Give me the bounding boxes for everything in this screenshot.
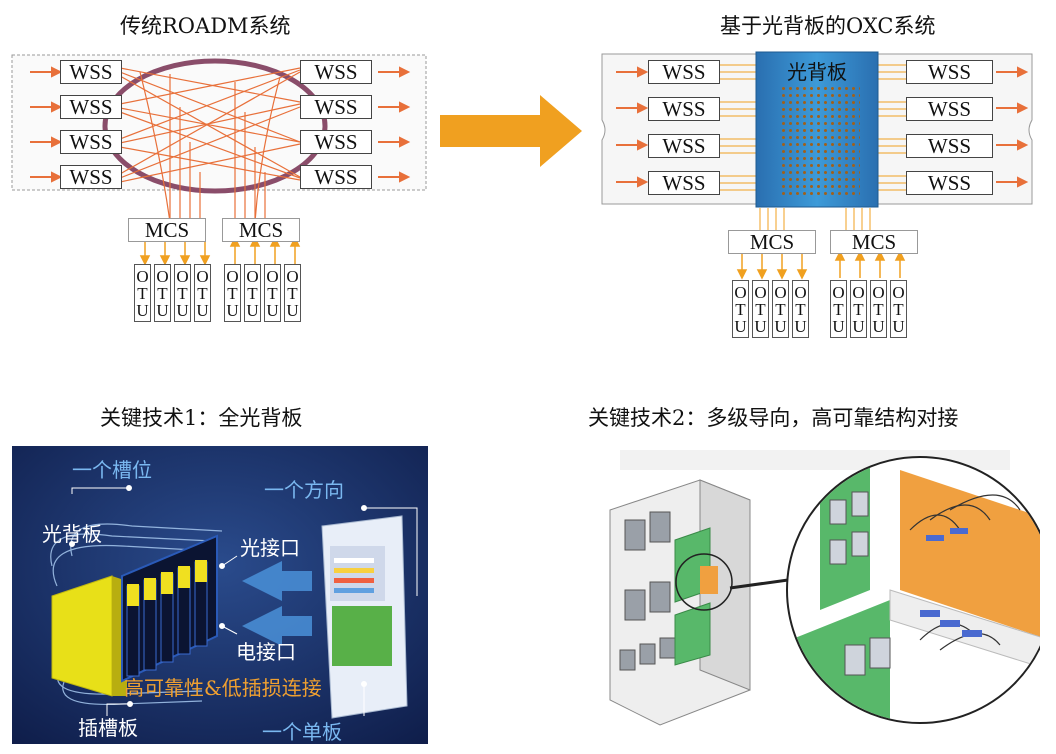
oxc-mcs-1: MCS: [728, 230, 816, 254]
tech2-illustration: [590, 440, 1040, 740]
roadm-wss-right-3: WSS: [300, 130, 372, 154]
oxc-wss-left-4: WSS: [648, 171, 720, 195]
roadm-wss-right-2: WSS: [300, 95, 372, 119]
tech1-label-optical-port: 光接口: [240, 536, 300, 560]
roadm-wss-left-2: WSS: [60, 95, 122, 119]
tech1-label-electrical-port: 电接口: [236, 640, 296, 664]
oxc-wss-left-1: WSS: [648, 60, 720, 84]
caption-tech2: 关键技术2：多级导向，高可靠结构对接: [588, 406, 959, 430]
roadm-wss-left-4: WSS: [60, 165, 122, 189]
oxc-wss-right-3: WSS: [906, 134, 993, 158]
oxc-wss-right-1: WSS: [906, 60, 993, 84]
oxc-mcs-2: MCS: [830, 230, 918, 254]
tech1-drawing: [12, 446, 428, 744]
caption-tech1: 关键技术1：全光背板: [100, 406, 303, 430]
roadm-wss-right-4: WSS: [300, 165, 372, 189]
oxc-wss-right-2: WSS: [906, 97, 993, 121]
tech2-drawing: [609, 450, 1040, 726]
roadm-diagram: WSS WSS WSS WSS WSS WSS WSS WSS MCS MCS …: [10, 52, 430, 337]
caption-oxc: 基于光背板的OXC系统: [720, 14, 936, 38]
oxc-chassis: [601, 51, 1033, 280]
tech1-label-plug-board: 插槽板: [78, 716, 138, 740]
roadm-wss-left-1: WSS: [60, 60, 122, 84]
tech1-label-backplane: 光背板: [42, 522, 102, 546]
oxc-backplane-label: 光背板: [787, 60, 847, 84]
tech1-label-direction: 一个方向: [264, 478, 344, 502]
oxc-wss-left-3: WSS: [648, 134, 720, 158]
oxc-diagram: 光背板 WSS WSS WSS WSS WSS WSS WSS WSS MCS …: [598, 50, 1038, 350]
roadm-mcs-2: MCS: [222, 218, 300, 242]
tech1-label-slot: 一个槽位: [72, 458, 152, 482]
roadm-wss-right-1: WSS: [300, 60, 372, 84]
tech1-label-reliability: 高可靠性&低插损连接: [124, 676, 322, 700]
oxc-wss-left-2: WSS: [648, 97, 720, 121]
transition-arrow-icon: [440, 95, 582, 167]
tech1-label-single-board: 一个单板: [262, 720, 342, 744]
oxc-wss-right-4: WSS: [906, 171, 993, 195]
roadm-wss-left-3: WSS: [60, 130, 122, 154]
tech1-illustration: 一个槽位 一个方向 光背板 光接口 电接口 高可靠性&低插损连接 插槽板 一个单…: [12, 446, 428, 744]
roadm-mcs-1: MCS: [128, 218, 206, 242]
caption-roadm: 传统ROADM系统: [120, 14, 291, 38]
